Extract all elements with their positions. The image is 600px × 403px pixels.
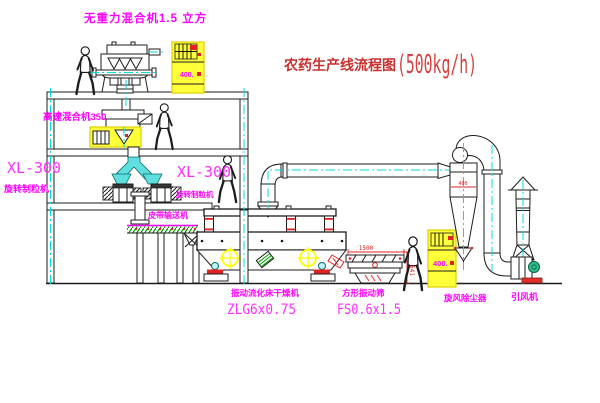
cabinet1-readout: 400.: [180, 72, 194, 79]
label-granulator-right-name: 旋转制粒机: [175, 189, 214, 199]
diagram-title-capacity: (500kg/h): [397, 50, 477, 80]
label-granulator-left-name: 旋转制粒机: [3, 183, 49, 194]
dim-screen-length: 1500: [359, 245, 374, 252]
label-screen-model: FS0.6x1.5: [337, 302, 401, 318]
control-cabinet-1: [171, 41, 205, 94]
label-dryer-model: ZLG6x0.75: [227, 302, 296, 318]
cabinet2-readout: 400.: [433, 259, 448, 268]
label-gravity-mixer: 无重力混合机1.5 立方: [83, 11, 207, 25]
person-second-floor: [154, 102, 174, 151]
label-granulator-right-model: XL-300: [177, 163, 231, 181]
dim-screen-height: 541: [408, 265, 415, 276]
induced-draft-fan: [510, 256, 543, 284]
label-granulator-left-model: XL-300: [7, 159, 61, 177]
label-fan: 引风机: [511, 291, 538, 302]
discharge-chute: [130, 191, 150, 225]
vibrating-screen: [345, 249, 410, 284]
building-right-wall: [239, 88, 249, 284]
control-cabinet-2: [427, 229, 457, 288]
fluid-bed-dryer: [195, 205, 347, 282]
y-split-pipe: [115, 146, 153, 180]
gravity-mixer: [90, 41, 163, 94]
conveyor-support-columns: [136, 232, 200, 284]
label-dryer-name: 振动流化床干燥机: [231, 288, 300, 298]
dim-cyclone: 400: [458, 181, 467, 187]
crosshair-marker-2: [297, 247, 319, 269]
label-cyclone: 旋风除尘器: [443, 293, 487, 303]
belt-conveyor: [127, 224, 198, 234]
label-screen-name: 方形振动筛: [342, 288, 385, 298]
person-top-floor: [75, 45, 96, 96]
cyclone-outlet-pipe: [455, 134, 520, 277]
label-belt-conveyor: 皮带输送机: [147, 210, 188, 220]
cyclone-separator: [449, 143, 478, 270]
crosshair-marker-1: [219, 247, 241, 269]
high-speed-mixer: [89, 109, 153, 148]
exhaust-stack: [508, 176, 538, 284]
diagram-title: 农药生产线流程图: [283, 57, 396, 73]
label-high-speed-mixer: 高速混合机350: [43, 111, 106, 123]
